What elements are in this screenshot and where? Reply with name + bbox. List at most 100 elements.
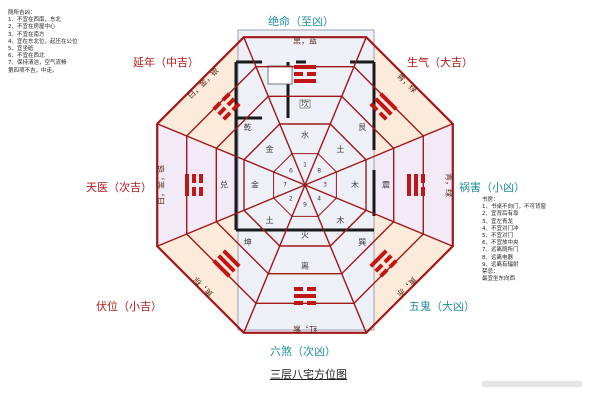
element-name: 木 <box>351 180 359 190</box>
sector-divider-line <box>304 123 454 186</box>
sector-wedge-west <box>157 123 305 247</box>
trigram-yin-left <box>388 259 398 269</box>
trigram-symbol <box>212 92 241 121</box>
trigram-yin-left <box>383 254 393 264</box>
trigram-yin-right <box>378 111 388 121</box>
note-line: 书房： <box>482 197 499 203</box>
trigram-name: 乾 <box>244 122 252 132</box>
trigram-yang-line <box>185 174 189 196</box>
sector-divider-line <box>304 36 367 186</box>
label-tianyi: 天医（次吉） <box>86 181 152 194</box>
note-line: 3、不宜在南方 <box>8 31 45 38</box>
sector-color-text: 黑，蓝 <box>293 36 317 46</box>
trigram-symbol <box>212 249 241 278</box>
trigram-yang-line <box>414 174 418 196</box>
trigram-yin-right <box>294 287 303 291</box>
sector-wedge-east <box>305 123 453 247</box>
trigram-yin-right <box>221 92 231 102</box>
element-name: 木 <box>336 215 344 225</box>
element-name: 金 <box>266 144 274 154</box>
trigram-name: 兑 <box>220 180 228 190</box>
trigram-yin-left <box>217 106 227 116</box>
center-digit: 2 <box>289 196 293 203</box>
trigram-symbol <box>407 174 425 196</box>
trigram-name: 坤 <box>244 237 252 247</box>
trigram-yin-left <box>294 72 303 76</box>
note-line: 最宜坐东向西 <box>482 276 516 283</box>
trigram-yang-line <box>294 294 316 298</box>
trigram-yang-line <box>294 79 316 83</box>
trigram-name: 艮 <box>358 123 366 132</box>
note-line: 8、远离电器 <box>482 254 513 261</box>
trigram-yin-right <box>231 102 241 112</box>
trigram-yin-left <box>212 101 222 111</box>
trigram-yang-line <box>407 174 411 196</box>
note-line: 5、不宜对门 <box>482 233 513 240</box>
trigram-yang-line <box>379 92 398 111</box>
trigram-yin-left <box>421 174 425 183</box>
sector-color-text: 红，紫 <box>293 325 317 335</box>
sector-divider-line <box>243 184 306 334</box>
center-digit: 8 <box>317 167 321 174</box>
note-line: 2、不宜在房屋中心 <box>8 24 56 31</box>
trigram-symbol <box>185 174 203 196</box>
trigram-yang-line <box>294 65 316 69</box>
label-liusha: 六煞（次凶） <box>270 345 336 358</box>
label-fuwei: 伏位（小吉） <box>96 300 162 313</box>
note-line: 厕所吉凶： <box>8 10 36 16</box>
center-digit: 9 <box>303 202 307 209</box>
trigram-yin-right <box>199 174 203 183</box>
note-line: 禁忌： <box>482 269 499 276</box>
trigram-yin-left <box>307 301 316 305</box>
trigram-yin-right <box>192 174 196 183</box>
element-name: 水 <box>301 130 309 140</box>
bathtub <box>267 65 293 85</box>
sector-divider-line <box>304 184 454 247</box>
note-line: 6、不宜放中央 <box>482 240 519 247</box>
label-jueming: 绝命（至凶） <box>268 15 334 28</box>
trigram-yang-line <box>222 249 241 268</box>
note-line: 3、宜左青龙 <box>482 218 513 225</box>
trigram-yin-left <box>369 102 379 112</box>
trigram-symbol <box>294 287 316 305</box>
element-name: 金 <box>251 180 259 190</box>
note-line: 9、远离有辐射 <box>482 261 519 268</box>
sector-divider-line <box>243 36 306 186</box>
label-yannian: 延年（中吉） <box>133 56 199 69</box>
label-huohai: 祸害（小凶） <box>459 181 525 194</box>
trigram-yin-right <box>379 268 389 278</box>
trigram-yin-left <box>199 187 203 196</box>
center-digit: 3 <box>323 182 327 189</box>
toilet <box>299 99 311 109</box>
element-name: 火 <box>301 231 309 240</box>
sector-divider-line <box>156 184 306 247</box>
trigram-symbol <box>369 92 398 121</box>
note-line: 6、不宜在西北 <box>8 53 45 60</box>
note-line: 第四项不吉，中走。 <box>8 67 58 74</box>
sector-color-text: 白，金，银 <box>156 165 166 205</box>
trigram-yin-left <box>307 287 316 291</box>
label-shengqi: 生气（大吉） <box>407 56 473 69</box>
trigram-yin-right <box>374 263 384 273</box>
trigram-symbol <box>369 249 398 278</box>
trigram-yin-right <box>294 301 303 305</box>
sector-color-text: 青，绿 <box>445 173 455 197</box>
watermark <box>482 381 582 387</box>
trigram-yin-right <box>226 97 236 107</box>
center-digit: 7 <box>283 182 287 189</box>
sector-divider-line <box>304 184 367 334</box>
note-line: 1、不宜在西南，东北 <box>8 17 61 24</box>
note-line: 7、远离厕所门 <box>482 247 519 254</box>
label-wugui: 五鬼（大凶） <box>409 300 475 313</box>
trigram-yin-right <box>307 72 316 76</box>
center-digit: 1 <box>303 162 307 169</box>
element-name: 土 <box>266 215 274 225</box>
trigram-name: 巽 <box>358 238 366 247</box>
trigram-yang-line <box>217 254 236 273</box>
trigram-yang-line <box>369 249 388 268</box>
note-line: 1、书桌不向门，不可背窗 <box>482 204 547 211</box>
note-line: 2、宜背后有靠 <box>482 211 519 218</box>
study-notes: 书房： 1、书桌不向门，不可背窗 2、宜背后有靠 3、宜左青龙 4、不宜对门冲 … <box>482 197 546 283</box>
note-line: 7、保持清洁，空气流畅 <box>8 60 67 67</box>
